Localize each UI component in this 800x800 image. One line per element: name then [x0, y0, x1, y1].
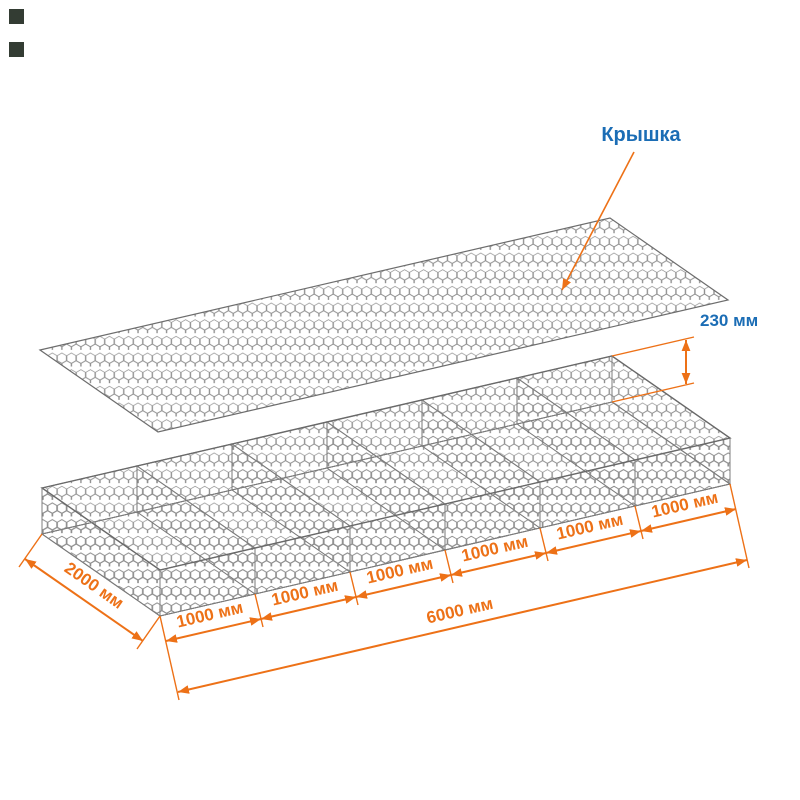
extension-line: [254, 593, 264, 628]
divider-top-edge: [326, 421, 446, 505]
corner-mark: [9, 42, 24, 57]
extension-line: [729, 483, 750, 569]
divider-top-edge: [421, 399, 541, 483]
lid-label: Крышка: [601, 124, 681, 146]
lid-mesh-surface: [38, 217, 730, 433]
extension-line: [611, 336, 695, 357]
divider-top-edge: [516, 377, 636, 461]
dimension-line-segment: [545, 529, 642, 555]
divider-top-edge: [136, 465, 256, 549]
extension-line: [18, 533, 43, 568]
dimension-line-segment: [640, 507, 737, 533]
divider-top-edge: [231, 443, 351, 527]
corner-mark: [9, 9, 24, 24]
leader-line: [561, 151, 635, 291]
extension-line: [136, 615, 161, 650]
height-dimension: 230 мм: [611, 311, 758, 403]
lid-callout: Крышка: [561, 124, 682, 291]
dimension-line-width: [24, 558, 144, 642]
extension-line: [611, 382, 695, 403]
height-dimension-label: 230 мм: [700, 311, 758, 330]
dimension-line-total-length: [177, 558, 748, 694]
extension-line: [444, 549, 454, 584]
extension-line: [349, 571, 359, 606]
extension-line: [159, 615, 180, 701]
extension-line: [634, 505, 644, 540]
total-length-dimension-label: 6000 мм: [425, 594, 495, 628]
gabion-box: [40, 355, 732, 617]
extension-line: [539, 527, 549, 562]
lid-mesh-panel: [38, 217, 730, 433]
